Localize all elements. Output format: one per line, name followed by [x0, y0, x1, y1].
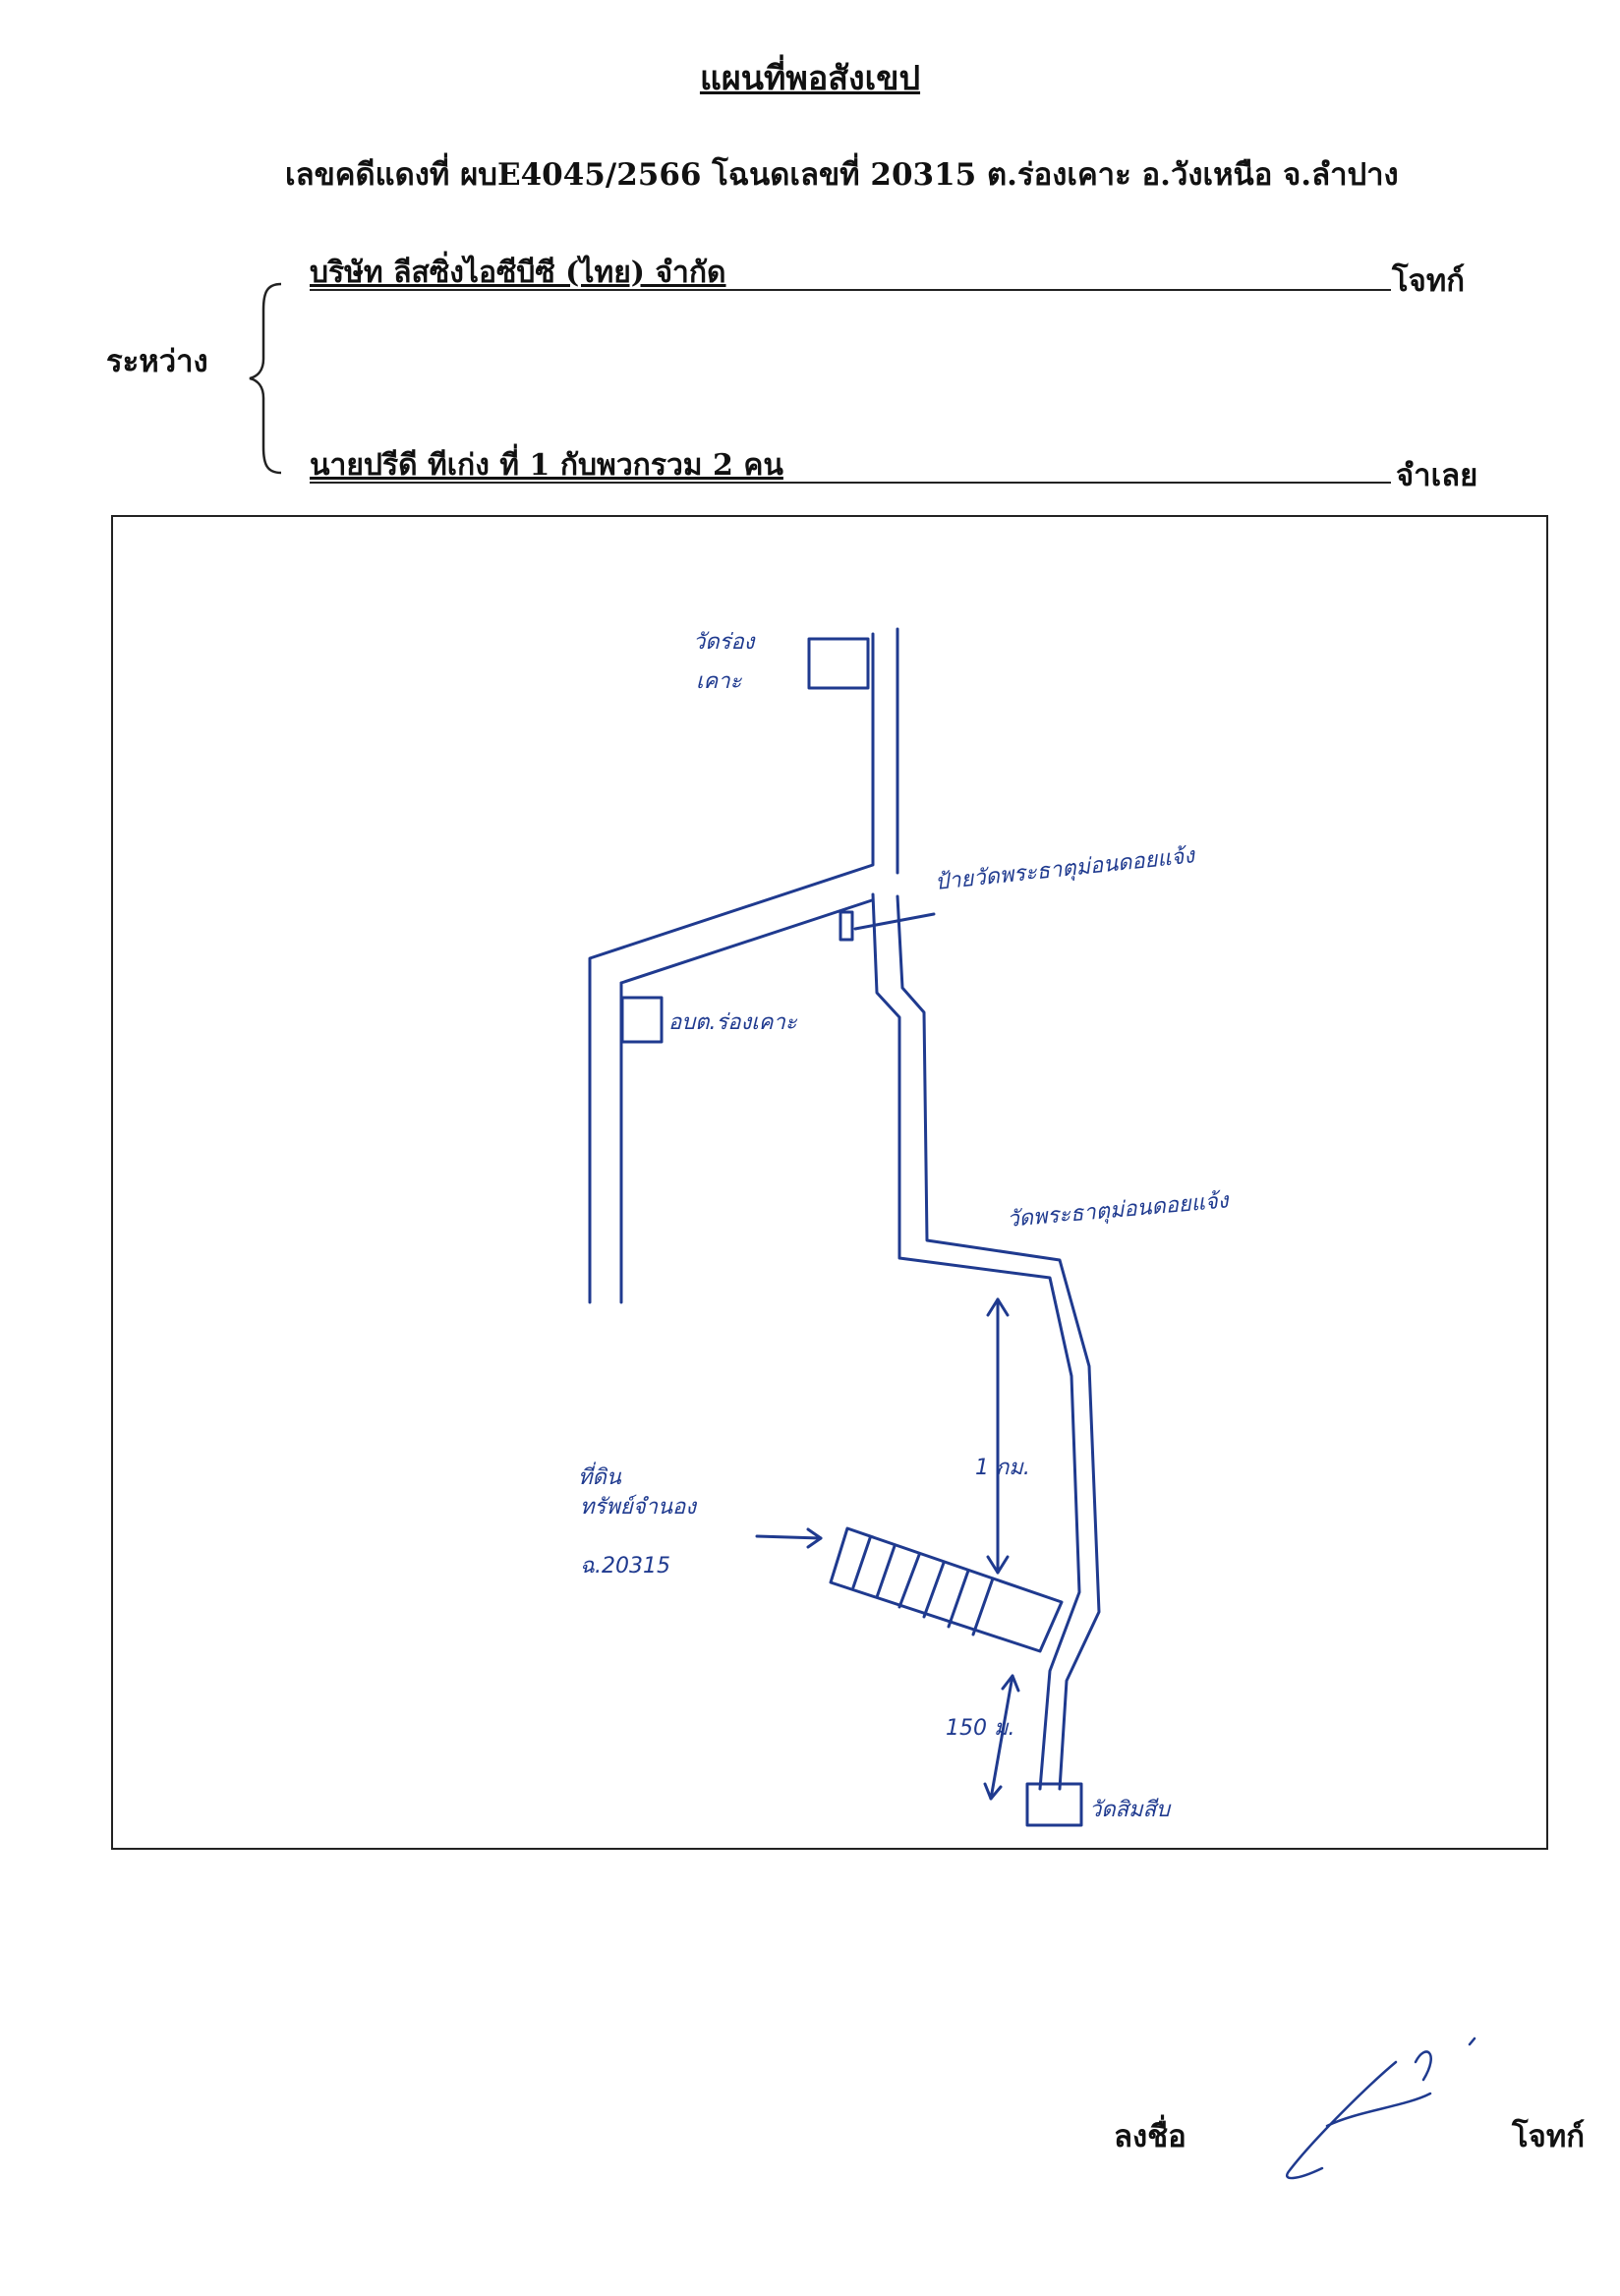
label-temple-mid: วัดพระธาตุม่อนดอยแจ้ง	[1006, 1188, 1231, 1233]
plaintiff-signature	[1286, 2037, 1476, 2180]
plaintiff-name: บริษัท ลีสซิ่งไอซีบีซี (ไทย) จำกัด	[310, 256, 726, 290]
plot-pointer-arrow	[755, 1534, 823, 1540]
road-left-edge	[588, 632, 875, 1304]
plot-outline	[829, 1526, 1064, 1653]
main-road-left	[871, 892, 1081, 1791]
signature-role: โจทก์	[1512, 2119, 1586, 2154]
signature-label: ลงชื่อ	[1114, 2119, 1186, 2154]
plot-hatching	[851, 1536, 995, 1636]
temple-south-marker	[1025, 1782, 1083, 1827]
label-temple-south: วัดสิมสีบ	[1089, 1798, 1172, 1822]
distance-arrow-150m	[989, 1674, 1014, 1801]
label-office: อบต.ร่องเคาะ	[668, 1010, 798, 1035]
label-plot-2: ทรัพย์จำนอง	[580, 1494, 698, 1520]
plaintiff-underline	[310, 289, 1391, 291]
defendant-role: จำเลย	[1396, 458, 1478, 493]
label-plot-3: ฉ.20315	[580, 1554, 670, 1578]
temple-north-marker	[807, 637, 870, 690]
label-temple-north: วัดร่อง	[693, 630, 757, 655]
label-distance-1km: 1 กม.	[975, 1456, 1030, 1480]
label-temple-north-2: เคาะ	[696, 669, 743, 694]
label-distance-150m: 150 ม.	[946, 1716, 1014, 1741]
document-title: แผนที่พอสังเขป	[699, 59, 921, 98]
sketch-map-frame	[111, 515, 1548, 1850]
office-marker	[620, 996, 664, 1044]
label-plot-1: ที่ดิน	[578, 1462, 622, 1490]
label-sign: ป้ายวัดพระธาตุม่อนดอยแจ้ง	[934, 843, 1197, 895]
defendant-name: นายปรีดี ทีเก่ง ที่ 1 กับพวกรวม 2 คน	[310, 448, 783, 483]
defendant-underline	[310, 482, 1391, 484]
between-label: ระหว่าง	[106, 344, 208, 379]
party-brace	[249, 282, 282, 475]
main-road-right	[896, 894, 1101, 1791]
plaintiff-role: โจทก์	[1392, 263, 1466, 299]
branch-road-edge	[619, 898, 874, 985]
case-number-line: เลขคดีแดงที่ ผบE4045/2566 โฉนดเลขที่ 203…	[285, 157, 1399, 193]
sign-pointer-line	[853, 912, 936, 931]
sign-marker	[839, 910, 854, 942]
